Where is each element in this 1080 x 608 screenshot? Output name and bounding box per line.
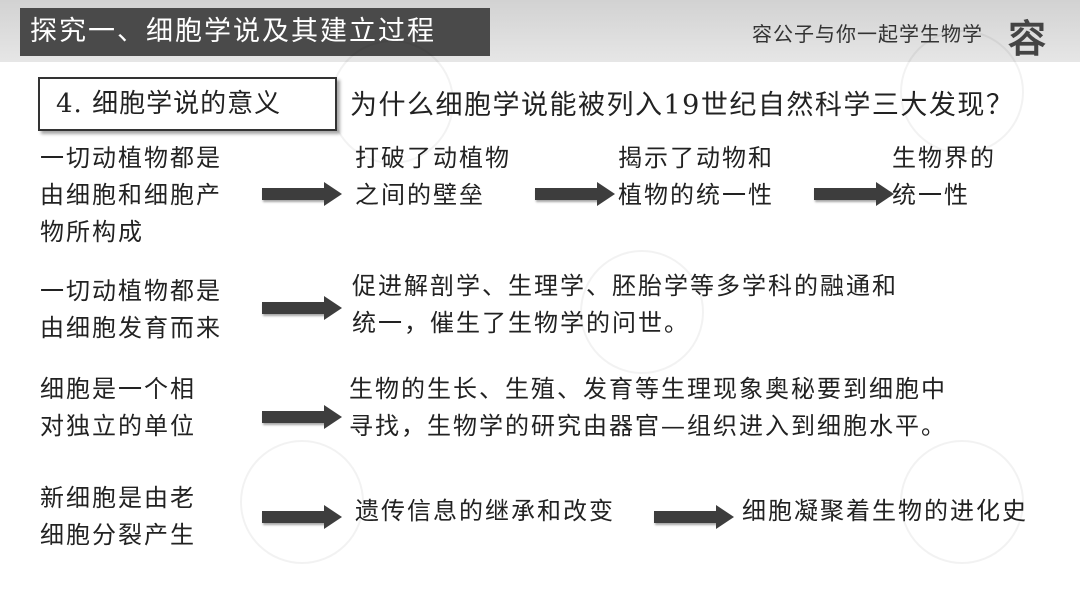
premise-1: 一切动植物都是 由细胞和细胞产 物所构成 (40, 140, 222, 251)
premise-4: 新细胞是由老 细胞分裂产生 (40, 480, 196, 554)
result-line: 生物的生长、生殖、发育等生理现象奥秘要到细胞中 (349, 375, 947, 403)
result-1-3: 生物界的 统一性 (892, 140, 996, 214)
right-arrow-icon (262, 505, 342, 529)
result-1-2: 揭示了动物和 植物的统一性 (618, 140, 774, 214)
result-1-1: 打破了动植物 之间的壁垒 (355, 140, 511, 214)
result-2: 促进解剖学、生理学、胚胎学等多学科的融通和 统一，催生了生物学的问世。 (352, 268, 898, 342)
premise-3: 细胞是一个相 对独立的单位 (40, 371, 196, 445)
page-title: 探究一、细胞学说及其建立过程 (20, 8, 490, 56)
result-line: 寻找，生物学的研究由器官—组织进入到细胞水平。 (349, 412, 947, 440)
brand-logo: 容 (1008, 16, 1047, 61)
result-line: 统一性 (892, 181, 970, 209)
premise-line: 细胞分裂产生 (40, 521, 196, 549)
premise-line: 对独立的单位 (40, 412, 196, 440)
result-4-2: 细胞凝聚着生物的进化史 (742, 493, 1028, 530)
header-bar: 探究一、细胞学说及其建立过程 容公子与你一起学生物学 容 (0, 0, 1080, 62)
premise-line: 一切动植物都是 (40, 144, 222, 172)
premise-2: 一切动植物都是 由细胞发育而来 (40, 273, 222, 347)
right-arrow-icon (654, 505, 734, 529)
right-arrow-icon (262, 405, 342, 429)
result-line: 遗传信息的继承和改变 (355, 497, 615, 525)
right-arrow-icon (262, 296, 342, 320)
premise-line: 细胞是一个相 (40, 375, 196, 403)
result-line: 打破了动植物 (355, 144, 511, 172)
right-arrow-icon (814, 182, 894, 206)
section-label: 4. 细胞学说的意义 (38, 77, 337, 131)
right-arrow-icon (262, 182, 342, 206)
result-line: 生物界的 (892, 144, 996, 172)
right-arrow-icon (535, 182, 615, 206)
brand-text: 容公子与你一起学生物学 (752, 22, 983, 46)
premise-line: 新细胞是由老 (40, 484, 196, 512)
result-line: 之间的壁垒 (355, 181, 485, 209)
result-line: 促进解剖学、生理学、胚胎学等多学科的融通和 (352, 272, 898, 300)
result-line: 细胞凝聚着生物的进化史 (742, 497, 1028, 525)
result-line: 植物的统一性 (618, 181, 774, 209)
result-line: 揭示了动物和 (618, 144, 774, 172)
premise-line: 物所构成 (40, 218, 144, 246)
result-line: 统一，催生了生物学的问世。 (352, 309, 690, 337)
result-3: 生物的生长、生殖、发育等生理现象奥秘要到细胞中 寻找，生物学的研究由器官—组织进… (349, 371, 947, 445)
premise-line: 由细胞和细胞产 (40, 181, 222, 209)
question-text: 为什么细胞学说能被列入19世纪自然科学三大发现？ (350, 90, 1015, 121)
premise-line: 由细胞发育而来 (40, 314, 222, 342)
result-4-1: 遗传信息的继承和改变 (355, 493, 615, 530)
premise-line: 一切动植物都是 (40, 277, 222, 305)
watermark (240, 440, 364, 564)
